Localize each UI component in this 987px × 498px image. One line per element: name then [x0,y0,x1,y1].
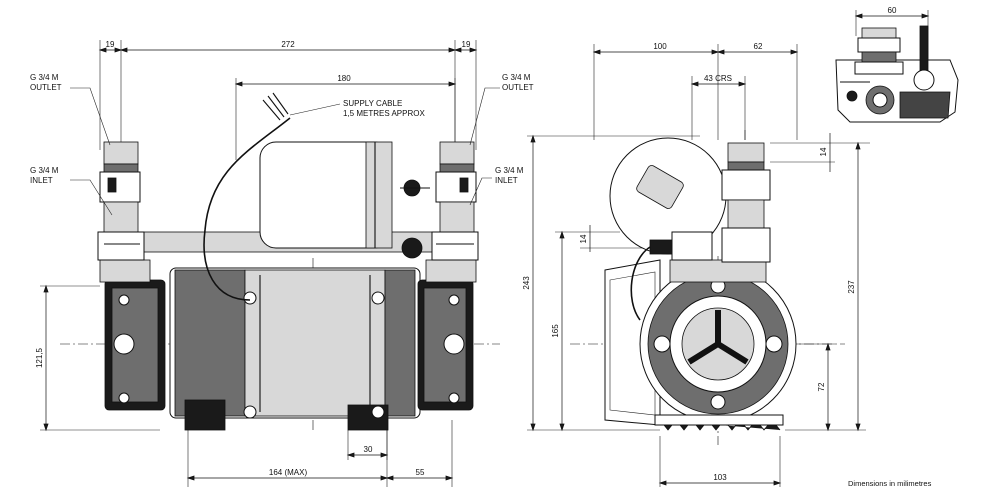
label-inlet-left-name: INLET [30,176,53,185]
dim-base-offset: 55 [416,468,425,477]
label-outlet-right-name: OUTLET [502,83,534,92]
label-inlet-right-name: INLET [495,176,518,185]
dim-left-depth: 100 [653,42,667,51]
label-supply-cable-length: 1,5 METRES APPROX [343,109,425,118]
dim-overall-height: 243 [522,276,531,290]
dim-port-centre-height: 165 [551,324,560,338]
dim-base-length: 164 (MAX) [269,468,308,477]
dim-port-centres: 43 CRS [704,74,732,83]
dim-shaft-height-side: 72 [817,382,826,391]
dim-right-flange: 19 [462,40,471,49]
label-outlet-right-size: G 3/4 M [502,73,531,82]
units-note: Dimensions in milimetres [848,479,932,488]
label-outlet-left-size: G 3/4 M [30,73,59,82]
label-outlet-left-name: OUTLET [30,83,62,92]
dim-foot-width: 30 [364,445,373,454]
dim-overall-width: 272 [281,40,295,49]
side-view [527,44,870,487]
label-inlet-right-size: G 3/4 M [495,166,524,175]
dim-port-top-length: 14 [819,147,828,156]
label-supply-cable: SUPPLY CABLE [343,99,402,108]
dim-left-flange: 19 [106,40,115,49]
dim-port-mid-length: 14 [579,234,588,243]
dim-motor-length: 180 [337,74,351,83]
dim-outlet-height: 237 [847,280,856,294]
dim-shaft-height: 121,5 [35,347,44,368]
front-view [40,40,500,487]
dim-base-width: 103 [713,473,727,482]
dim-right-depth: 62 [754,42,763,51]
top-view [835,10,959,123]
label-inlet-left-size: G 3/4 M [30,166,59,175]
dim-top-width: 60 [888,6,897,15]
